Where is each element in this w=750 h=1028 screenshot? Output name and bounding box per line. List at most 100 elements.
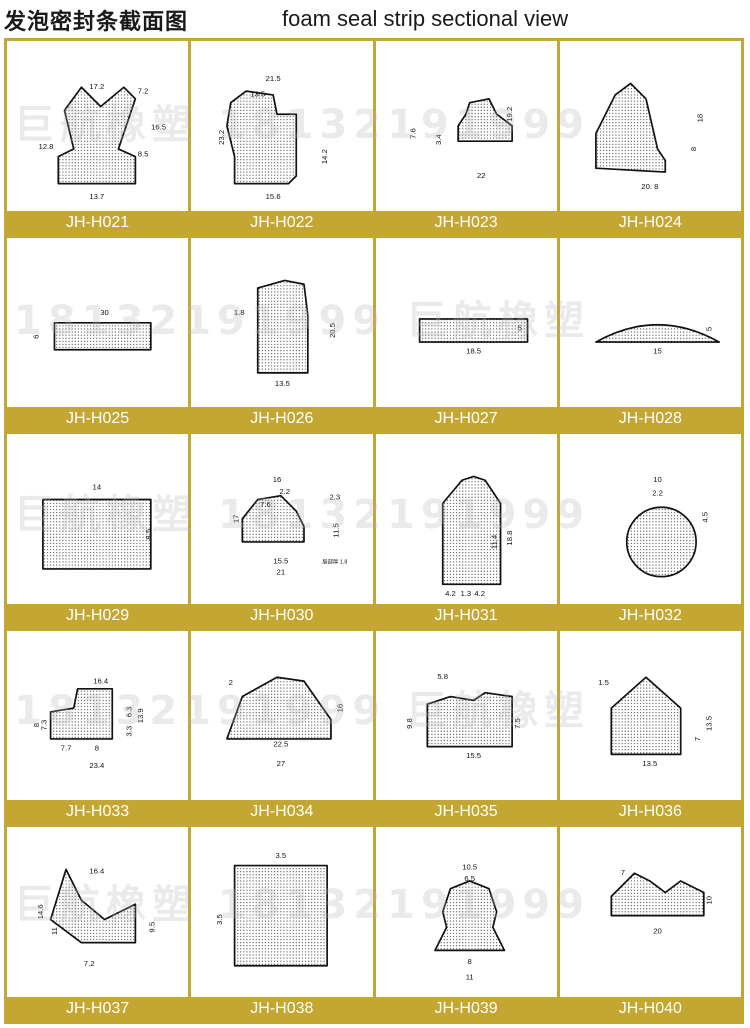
dimension-label: 7 [693, 737, 702, 741]
model-code-label: JH-H025 [7, 407, 189, 432]
dimension-label: 13.5 [275, 379, 290, 388]
dimension-label: 18.8 [505, 531, 514, 546]
profile-drawing: 1.5 13.5 7 13.5 [598, 676, 713, 768]
profile-outline [241, 495, 306, 543]
dimension-label: 4.2 [474, 589, 485, 598]
page-title-chinese: 发泡密封条截面图 [4, 10, 189, 35]
dimension-label: 7.7 [61, 743, 72, 752]
model-code-label: JH-H033 [7, 800, 189, 825]
profile-drawing: 21.513.523.214.215.6 [217, 74, 329, 201]
profile-drawing: 148.5 [42, 483, 153, 570]
dimension-label: 20.5 [328, 323, 337, 338]
model-code-label: JH-H030 [191, 603, 373, 628]
dimension-label: 8.5 [138, 150, 149, 159]
dimension-label: 5.8 [437, 672, 448, 681]
profile-drawing: 518.5 [418, 317, 528, 355]
dimension-label: 17.2 [89, 82, 104, 91]
profile-outline [441, 475, 501, 586]
dimension-label: 18.5 [466, 346, 481, 355]
model-code-label: JH-H034 [191, 800, 373, 825]
dimension-label: 21 [277, 568, 286, 577]
dimension-label: 6.5 [464, 874, 475, 883]
dimension-label: 11.4 [489, 534, 498, 549]
profile-outline [425, 691, 513, 748]
model-code-label: JH-H032 [559, 603, 741, 628]
profile-outline [49, 868, 137, 944]
dimension-label: 1.8 [234, 308, 245, 317]
profile-outline [418, 317, 528, 343]
dimension-label: 8 [32, 723, 41, 727]
dimension-label: 2.2 [280, 487, 291, 496]
dimension-label: 21.5 [266, 74, 281, 83]
profile-outline [226, 90, 298, 185]
profile-drawing: 1.8 20.5 13.5 [234, 279, 337, 388]
dimension-label: 13.5 [250, 90, 265, 99]
profile-drawing: 10.5 6.5 8 11 [433, 863, 505, 982]
dimension-label: 17 [232, 515, 241, 524]
dimension-label: 11.5 [332, 523, 341, 537]
dimension-label: 13.5 [704, 716, 713, 731]
model-code-label: JH-H021 [7, 210, 189, 235]
model-code-label: JH-H039 [375, 997, 557, 1021]
dimension-label: 8 [467, 958, 471, 967]
dimension-label: 14 [93, 483, 102, 492]
dimension-label: 1.5 [598, 678, 609, 687]
dimension-label: 14.2 [320, 149, 329, 164]
dimension-label: 6 [31, 334, 40, 338]
dimension-label: 27 [277, 759, 286, 768]
dimension-label: 13.5 [642, 759, 657, 768]
model-code-label: JH-H037 [7, 997, 189, 1021]
profile-outline [625, 506, 697, 578]
dimension-label: 16 [273, 475, 282, 484]
dimension-label: 7 [620, 868, 624, 877]
profile-drawing: 7.63.419.222 [408, 97, 514, 180]
page-title-english: foam seal strip sectional view [282, 6, 569, 31]
profile-drawing: 7 10 20 [610, 868, 713, 936]
profile-outline [53, 321, 152, 351]
dimension-label: 11 [50, 927, 59, 935]
dimension-label: 3.3 [125, 726, 134, 737]
dimension-label: 7.5 [512, 718, 521, 729]
model-code-label: JH-H031 [375, 603, 557, 628]
profile-outline [456, 97, 513, 143]
dimension-label: 13.9 [136, 708, 145, 723]
model-code-label: JH-H027 [375, 407, 557, 432]
model-code-label: JH-H038 [191, 997, 373, 1021]
profile-outline [594, 82, 666, 173]
dimension-label: 10 [704, 896, 713, 905]
profile-drawing: 102.24.5 [625, 475, 709, 578]
dimension-label: 8.5 [144, 529, 153, 540]
dimension-label: 3.5 [276, 851, 287, 860]
dimension-label: 4.5 [700, 512, 709, 523]
dimension-label: 16.5 [151, 123, 166, 132]
header: 发泡密封条截面图 foam seal strip sectional view [0, 0, 750, 38]
dimension-label: 11 [465, 973, 473, 982]
dimension-label: 7.6 [260, 500, 271, 509]
profile-outline [57, 86, 137, 185]
profile-outline [233, 865, 329, 968]
dimension-label: 20. 8 [641, 182, 658, 191]
dimension-label: 1.3 [460, 589, 471, 598]
dimension-label: 22 [476, 171, 485, 180]
model-code-label: JH-H023 [375, 210, 557, 235]
dimension-label: 16.4 [93, 676, 109, 685]
dimension-label: 10.5 [462, 863, 477, 872]
dimension-label: 20 [653, 927, 662, 936]
model-code-label: JH-H022 [191, 210, 373, 235]
dimension-label: 4.2 [445, 589, 456, 598]
